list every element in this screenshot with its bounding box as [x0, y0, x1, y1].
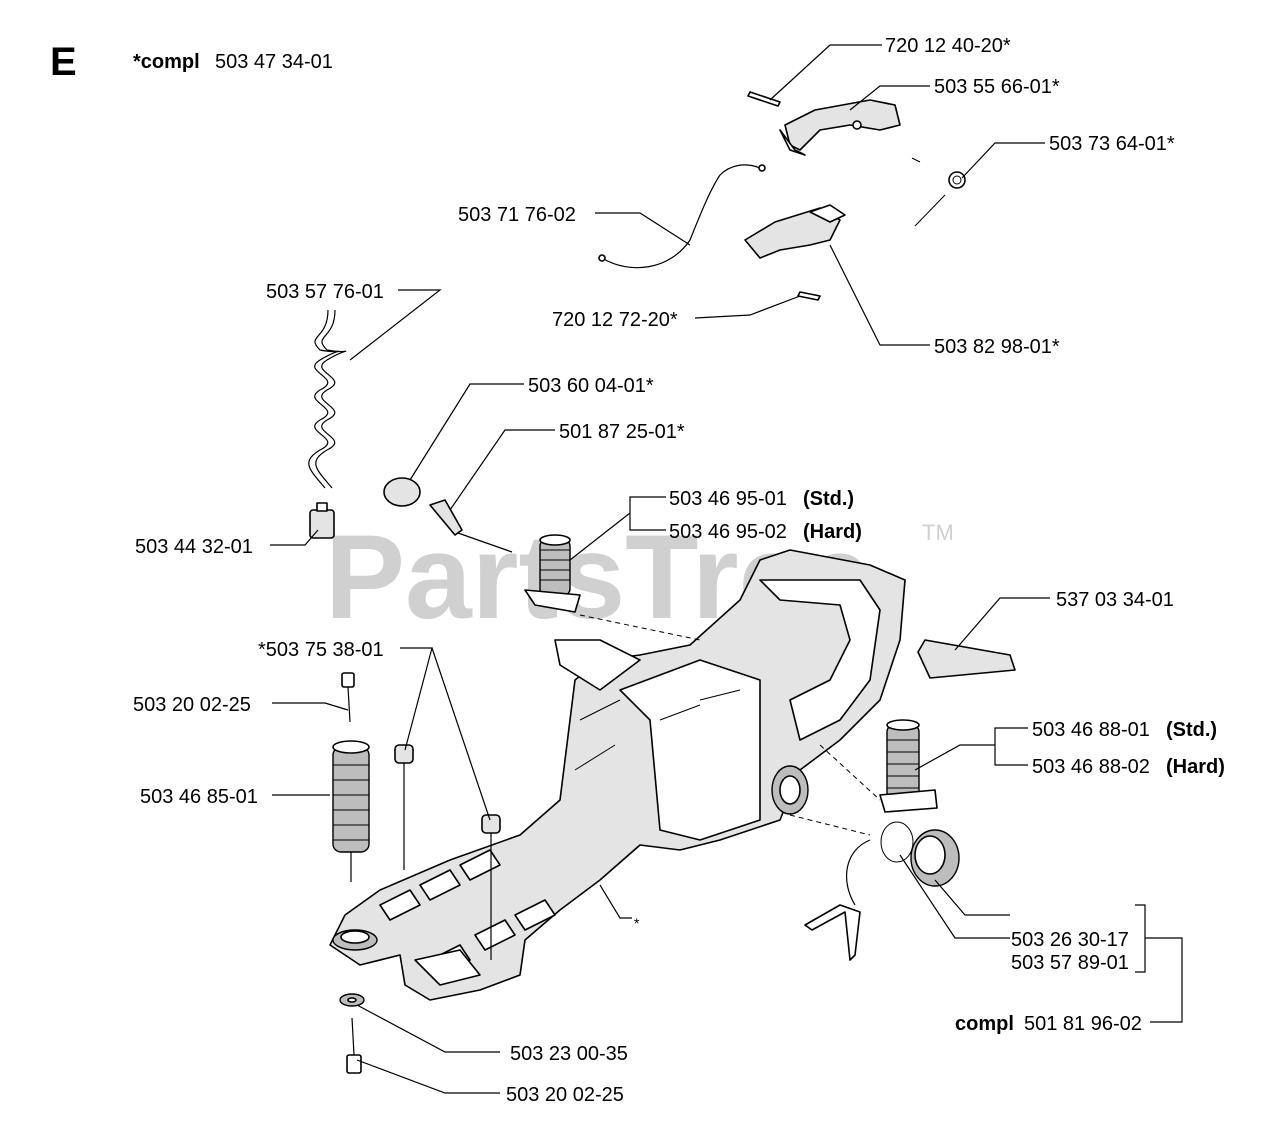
throttle-lockout-lever: [779, 99, 901, 156]
label-503-57-76-01: 503 57 76-01: [266, 281, 384, 303]
label-503-71-76-02: 503 71 76-02: [458, 204, 576, 226]
throttle-cable: [598, 164, 766, 269]
label-503-57-89-01: 503 57 89-01: [1011, 952, 1129, 974]
leader-lines: [270, 44, 1183, 1094]
label-503-20-02-25-bottom: 503 20 02-25: [506, 1084, 624, 1106]
label-720-12-40-20: 720 12 40-20*: [885, 35, 1011, 57]
label-503-82-98-01: 503 82 98-01*: [934, 336, 1060, 358]
fuel-cap: [804, 821, 960, 961]
label-503-46-88-01: 503 46 88-01: [1032, 719, 1150, 741]
washer: [339, 993, 365, 1007]
spring: [911, 157, 966, 227]
label-503-46-95-02: 503 46 95-02: [669, 521, 787, 543]
label-503-44-32-01: 503 44 32-01: [135, 536, 253, 558]
bushing-a: [394, 744, 414, 870]
main-housing: [329, 549, 906, 1001]
av-element-right: [879, 719, 938, 813]
vent-filter: [383, 477, 421, 507]
label-503-46-85-01: 503 46 85-01: [140, 786, 258, 808]
screw-top: [341, 672, 355, 723]
section-letter: E: [50, 40, 77, 84]
fuel-filter: [309, 502, 335, 539]
label-hard-2: (Hard): [1166, 756, 1225, 778]
av-element-top: [524, 534, 581, 613]
label-hard-1: (Hard): [803, 521, 862, 543]
label-std-2: (Std.): [1166, 719, 1217, 741]
av-element-left: [332, 740, 370, 882]
label-star: *: [634, 915, 640, 931]
valve-tool: [429, 499, 513, 553]
label-503-26-30-17: 503 26 30-17: [1011, 929, 1129, 951]
fuel-hose: [308, 309, 347, 489]
handle-grip: [917, 639, 1016, 679]
label-503-55-66-01: 503 55 66-01*: [934, 76, 1060, 98]
compl-prefix: *compl: [133, 51, 200, 73]
screw-bottom: [346, 1017, 362, 1074]
label-503-46-88-02: 503 46 88-02: [1032, 756, 1150, 778]
label-501-87-25-01: 501 87 25-01*: [559, 421, 685, 443]
label-503-20-02-25-top: 503 20 02-25: [133, 694, 251, 716]
label-720-12-72-20: 720 12 72-20*: [552, 309, 678, 331]
label-compl: compl: [955, 1013, 1014, 1035]
label-std-1: (Std.): [803, 488, 854, 510]
label-503-75-38-01: *503 75 38-01: [258, 639, 384, 661]
label-537-03-34-01: 537 03 34-01: [1056, 589, 1174, 611]
label-503-23-00-35: 503 23 00-35: [510, 1043, 628, 1065]
compl-number: 503 47 34-01: [215, 51, 333, 73]
label-503-73-64-01: 503 73 64-01*: [1049, 133, 1175, 155]
label-503-60-04-01: 503 60 04-01*: [528, 375, 654, 397]
label-503-46-95-01: 503 46 95-01: [669, 488, 787, 510]
label-501-81-96-02: 501 81 96-02: [1024, 1013, 1142, 1035]
pin-top: [747, 91, 781, 107]
throttle-trigger: [744, 204, 846, 301]
bushing-b: [481, 814, 501, 960]
watermark-tm: TM: [922, 520, 954, 545]
